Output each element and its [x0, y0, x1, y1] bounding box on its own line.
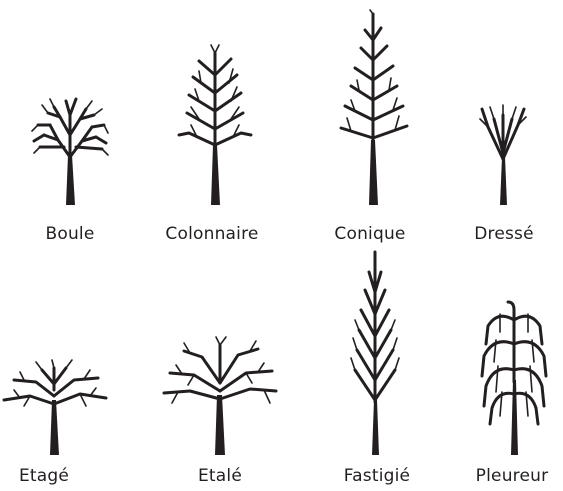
round-tree-icon — [30, 95, 110, 205]
tree-label: Etagé — [19, 466, 69, 486]
tree-fastigie — [345, 250, 405, 455]
tree-etage — [0, 360, 110, 455]
tree-label: Etalé — [198, 466, 242, 486]
tree-label: Dressé — [474, 224, 534, 244]
tree-colonnaire — [175, 45, 255, 205]
weeping-tree-icon — [478, 300, 550, 455]
columnar-tree-icon — [175, 45, 255, 205]
tiered-tree-icon — [0, 360, 110, 455]
spreading-tree-icon — [160, 335, 280, 455]
tree-pleureur — [478, 300, 550, 455]
tree-dresse — [478, 105, 528, 205]
tree-label: Boule — [45, 224, 94, 244]
tree-label: Fastigié — [344, 466, 410, 486]
tree-label: Pleureur — [476, 466, 549, 486]
upright-tree-icon — [478, 105, 528, 205]
tree-label: Colonnaire — [165, 224, 258, 244]
tree-boule — [30, 95, 110, 205]
tree-etale — [160, 335, 280, 455]
tree-label: Conique — [334, 224, 405, 244]
fastigiate-tree-icon — [345, 250, 405, 455]
tree-conique — [333, 10, 413, 205]
conical-tree-icon — [333, 10, 413, 205]
